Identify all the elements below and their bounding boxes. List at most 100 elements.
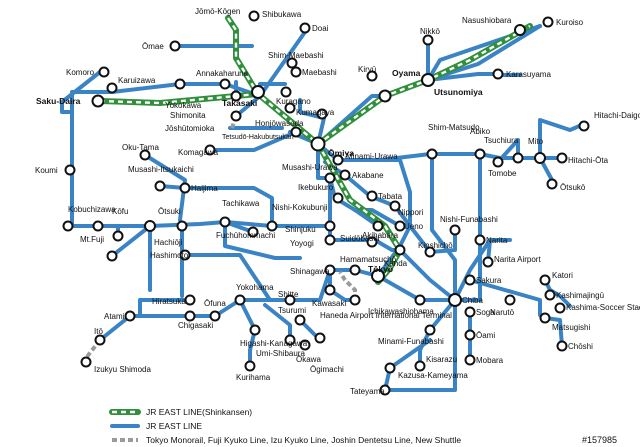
label-musashi-urawa: Musashi-Urawa [282,163,338,172]
station-musashi-itsukaichi [154,180,166,192]
station-kuragano [280,86,292,98]
station-koumi [64,164,76,176]
station-naruto [504,294,516,306]
station-nikko [422,34,434,46]
station-suidobashi [366,236,378,248]
station-soga [464,306,476,318]
label-otsuki: Ōtsuki [158,207,181,216]
station-tsurumi [294,314,306,326]
label-izukyu-shimoda: Izukyu Shimoda [94,365,151,374]
label-kofu: Kōfu [112,207,128,216]
station-labels: Jōmō-Kōgen Ōmae Shibukawa Doai Shim-Maeb… [35,7,640,396]
label-nippori: Nippori [398,208,424,217]
label-omiya: Ōmiya [328,148,354,158]
label-shim-matsudo: Shim-Matsudo [428,123,480,132]
label-kawasaki: Kawasaki [312,299,346,308]
station-kofu [92,220,104,232]
station-doai [299,22,311,34]
station-otsuko [546,178,558,190]
label-kuragano: Kuragano [276,97,311,106]
station-kiryu [366,70,378,82]
label-suidobashi: Suidōbashi [340,234,380,243]
label-ueno: Ueno [404,222,424,231]
station-kumagaya [316,108,328,120]
label-kinshicho: Kinshichō [418,241,453,250]
label-higashi-kanagawa: Higashi-Kanagawa [240,339,308,348]
station-takasaki [251,85,265,99]
label-maebashi: Maebashi [302,68,337,77]
station-oku-tama [139,149,151,161]
label-otsuko: Ōtsukō [560,183,586,192]
label-mt-fuji: Mt.Fuji [80,235,104,244]
legend-other-label: Tokyo Monorail, Fuji Kyuko Line, Izu Kyu… [146,435,461,445]
label-tateyama: Tateyama [350,387,385,396]
label-takasaki: Takasaki [222,98,257,108]
label-nasushiobara: Nasushiobara [462,16,512,25]
legend-shinkansen-label: JR EAST LINE(Shinkansen) [146,407,252,417]
legend-jr-line: JR EAST LINE [110,421,202,431]
station-kisarazu [414,360,426,372]
label-shinagawa: Shinagawa [290,267,330,276]
station-shim-matsudo [426,148,438,160]
legend-shinkansen: JR EAST LINE(Shinkansen) [109,407,252,417]
label-chigasaki: Chigasaki [178,321,213,330]
label-soga: Soga [476,308,495,317]
station-tsuchiura [512,152,524,164]
station-karuizawa [106,82,118,94]
station-abiko [474,148,486,160]
station-izukyu-shimoda [80,356,92,368]
label-kumagaya: Kumagaya [296,108,335,117]
label-tokyo: Tōkyō [368,264,393,274]
station-joshutomioka [230,110,242,122]
station-akihabara [372,220,384,232]
station-umi-shibaura [284,334,296,346]
station-yoyogi [324,234,336,246]
label-minami-urawa: Minami-Urawa [346,152,398,161]
station-hitachi-ota [556,152,568,164]
label-umi-shibaura: Umi-Shibaura [256,349,305,358]
watermark: #157985 [582,435,617,445]
station-ikebukuro [332,192,344,204]
label-shimonita: Shimonita [170,111,206,120]
station-higashi-kanagawa [249,324,261,336]
station-komoro [98,66,110,78]
label-tsurumi: Tsurumi [278,306,306,315]
label-kashima-soccer: Kashima-Soccer Stadium [566,303,640,312]
station-tabata [366,190,378,202]
label-kuroiso: Kuroiso [556,18,584,27]
label-naruto: Narutō [490,308,515,317]
station-narita-airport [482,256,494,268]
station-hachioji [176,220,188,232]
label-tsuchiura: Tsuchiura [484,136,519,145]
label-hachioji: Hachiōji [154,238,183,247]
station-omae [169,40,181,52]
label-shibukawa: Shibukawa [262,10,302,19]
label-mobara: Mobara [476,356,504,365]
label-chiba: Chiba [462,296,483,305]
station-okawa [299,339,311,351]
station-haijima [179,182,191,194]
label-joshutomioka: Jōshūtomioka [165,124,215,133]
station-kanda [394,244,406,256]
station-ueno [394,220,406,232]
legend-jr-line-label: JR EAST LINE [146,421,202,431]
label-nishi-kokubunji: Nishi-Kokubunji [272,203,328,212]
station-kawaguchiko [106,250,118,262]
stations [62,10,590,396]
station-nishi-funabashi [449,224,461,236]
label-kiryu: Kiryū [358,65,376,74]
station-haneda [349,294,361,306]
label-utsunomiya: Utsunomiya [434,87,483,97]
station-kobuchizawa [62,220,74,232]
label-akihabara: Akihabara [362,231,399,240]
label-tabata: Tabata [378,192,403,201]
label-hamamatsucho: Hamamatsuchō [340,255,397,264]
station-kazusa-kameyama [384,362,396,374]
station-ogimachi [314,332,326,344]
station-minami-funabashi [424,324,436,336]
station-kurihama [244,360,256,372]
label-ikebukuro: Ikebukuro [298,183,334,192]
station-jomo-kogen [248,10,260,22]
label-yokokawa: Yokokawa [165,101,202,110]
